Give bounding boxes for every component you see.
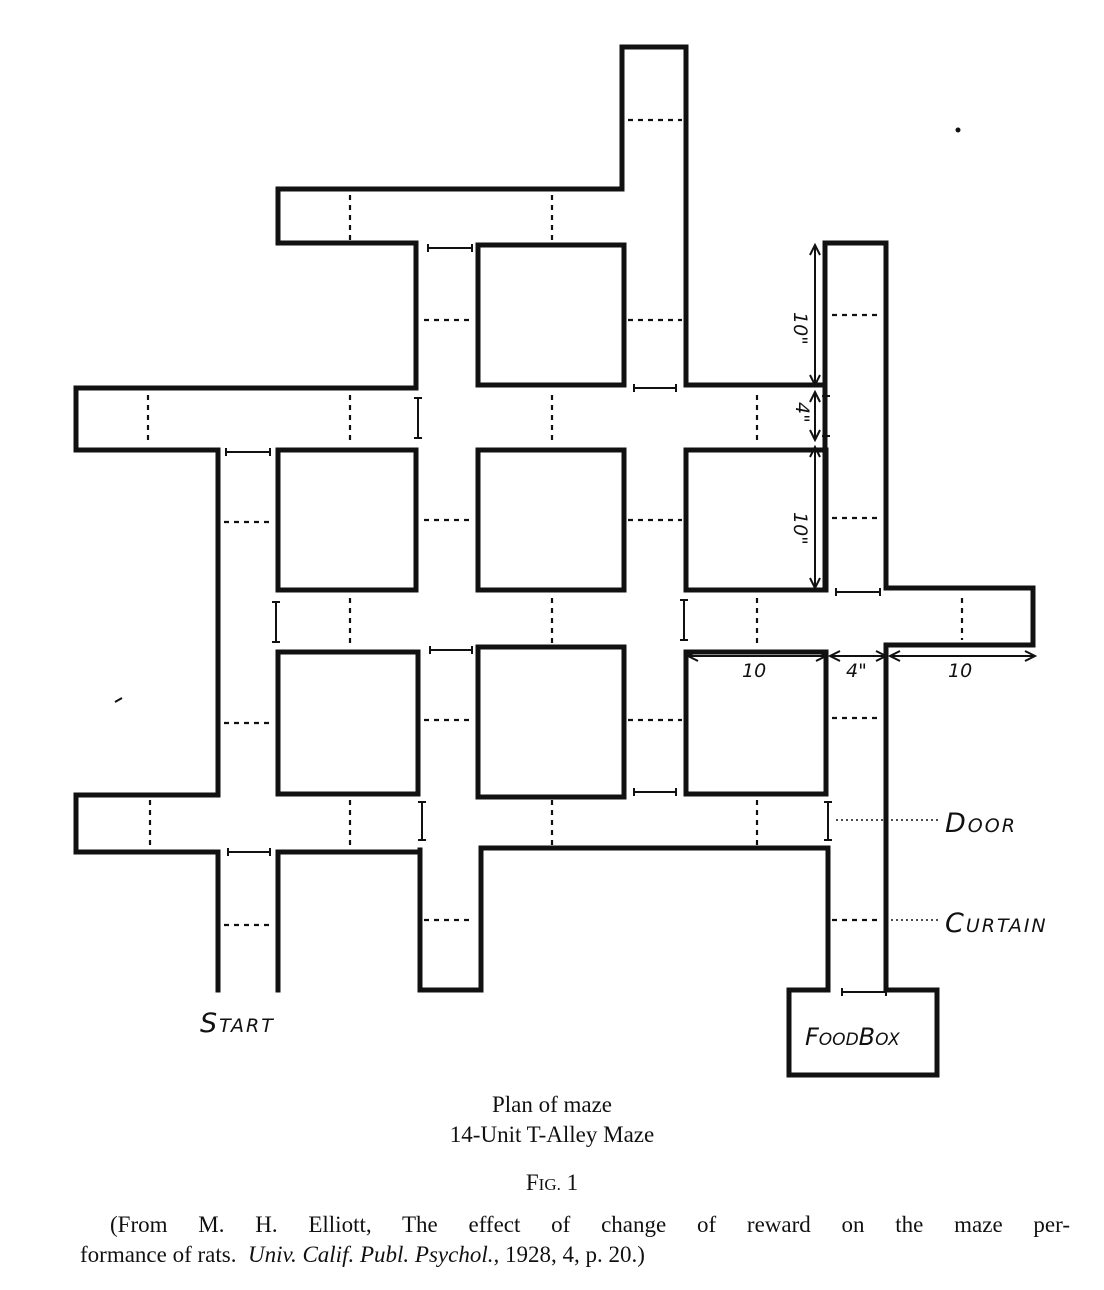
dim-label-v-lower: 10": [789, 512, 811, 545]
curtain-label: Curtain: [945, 908, 1048, 939]
figure-number: FIG. 1: [0, 1170, 1104, 1196]
source-line-2a: formance of rats.: [80, 1242, 237, 1267]
source-line-2b: 1928, 4, p. 20.): [504, 1242, 645, 1267]
scan-mark: [114, 697, 123, 703]
dim-label-h-right: 10: [948, 660, 972, 682]
scan-dot: [955, 127, 961, 133]
food-box-label: FoodBox: [805, 1023, 900, 1051]
fig-smallcaps: IG.: [538, 1175, 561, 1194]
maze-plan: 10" 4" 10" 10 4" 10 Door Curtain Start F…: [73, 44, 1048, 1078]
doors: [225, 244, 887, 996]
door-label: Door: [945, 808, 1017, 839]
source-citation: (From M. H. Elliott, The effect of chang…: [80, 1210, 1070, 1270]
curtains: [146, 118, 964, 927]
caption-line-1: Plan of maze: [491, 1092, 613, 1117]
fig-number: 1: [566, 1170, 579, 1195]
dim-label-h-mid: 4": [846, 660, 867, 682]
start-label: Start: [200, 1008, 275, 1039]
dimension-lines: [685, 242, 1038, 662]
source-line-1: (From M. H. Elliott, The effect of chang…: [110, 1212, 1070, 1237]
dim-label-h-left: 10: [742, 660, 766, 682]
source-journal: Univ. Calif. Publ. Psychol.,: [247, 1242, 500, 1267]
caption-line-2: 14-Unit T-Alley Maze: [449, 1122, 655, 1147]
fig-prefix: F: [525, 1170, 539, 1195]
maze-walls: [73, 44, 1036, 1078]
dim-label-v-mid: 4": [791, 402, 813, 423]
caption-title: Plan of maze 14-Unit T-Alley Maze: [0, 1090, 1104, 1150]
dim-label-v-upper: 10": [789, 312, 811, 345]
